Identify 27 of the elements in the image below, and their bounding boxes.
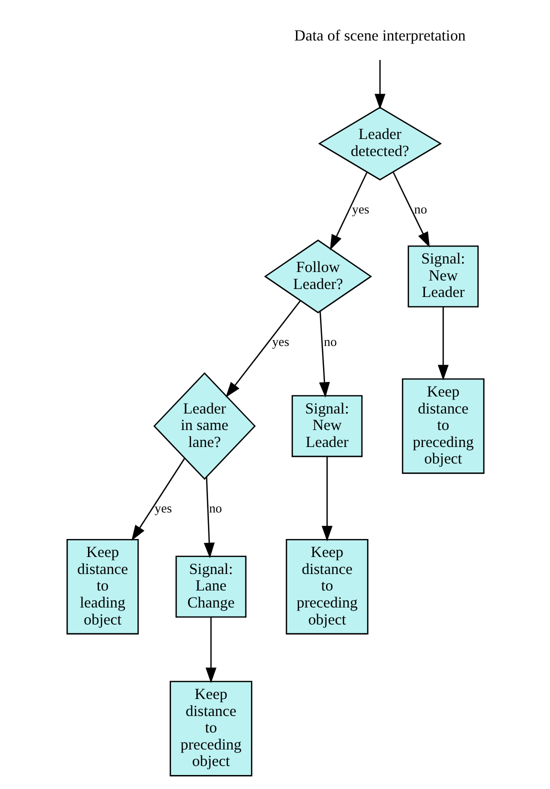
edge-label: yes [272,335,289,350]
node-box: Signal: New Leader [291,395,362,458]
node-diamond: Follow Leader? [264,240,372,314]
arrow [437,306,448,380]
arrow [321,456,332,542]
arrow [205,617,216,684]
edge-label: yes [154,502,172,516]
edge-label: no [414,202,427,216]
node-box: Signal: New Leader [407,246,478,308]
arrow [318,311,330,398]
node-box: Signal: Lane Change [175,556,246,618]
node-box: Keep distance to leading object [66,538,138,634]
arrow [225,300,300,398]
arrow [329,172,367,250]
node-box: Keep distance to preceding object [169,680,252,776]
arrow [392,172,430,248]
node-box: Keep distance to preceding object [401,378,484,474]
node-box: Keep distance to preceding object [285,538,368,634]
edge-label: no [323,335,336,350]
arrow [374,60,385,110]
node-text: Data of scene interpretation [294,28,466,45]
node-diamond: Leader detected? [318,106,442,180]
arrow [203,476,214,558]
arrow [130,458,185,541]
edge-label: yes [352,202,369,216]
node-diamond: Leader in same lane? [152,372,256,480]
edge-label: no [208,502,222,516]
